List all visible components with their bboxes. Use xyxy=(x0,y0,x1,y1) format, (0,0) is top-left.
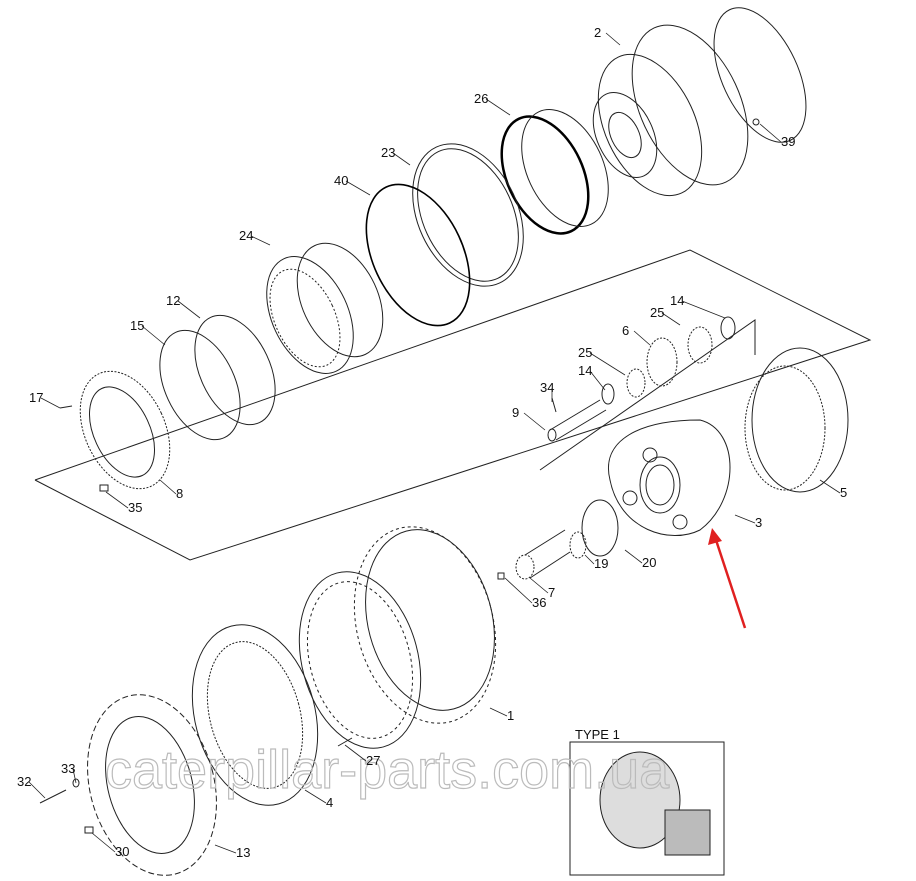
callout-3: 3 xyxy=(755,515,762,530)
part-3-carrier xyxy=(608,419,731,537)
leader-line xyxy=(633,330,651,346)
inset-title: TYPE 1 xyxy=(575,727,620,742)
group-frame-upper xyxy=(34,249,872,561)
callout-35: 35 xyxy=(128,500,142,515)
leader-line xyxy=(214,844,237,854)
leader-line xyxy=(819,479,841,494)
leader-line xyxy=(661,312,681,326)
part-2-housing xyxy=(592,24,749,197)
part-7-shaft xyxy=(515,529,571,580)
callout-5: 5 xyxy=(840,485,847,500)
callout-36: 36 xyxy=(532,595,546,610)
leader-line xyxy=(40,397,61,409)
leader-line xyxy=(734,514,756,524)
callout-39: 39 xyxy=(781,134,795,149)
part-20-washer xyxy=(581,499,619,557)
callout-4: 4 xyxy=(326,795,333,810)
callout-32: 32 xyxy=(17,774,31,789)
part-6-gear xyxy=(626,326,713,398)
part-23-ring xyxy=(412,143,524,287)
leader-line xyxy=(304,789,327,804)
callout-24: 24 xyxy=(239,228,253,243)
leader-line xyxy=(485,98,511,116)
part-12-ring xyxy=(194,314,276,426)
leader-line xyxy=(529,577,549,594)
callout-17: 17 xyxy=(29,390,43,405)
leader-line xyxy=(681,300,726,319)
leader-line xyxy=(523,412,546,431)
part-4-ring-gear xyxy=(191,624,319,806)
part-seal-ring xyxy=(713,7,807,143)
part-40-oring xyxy=(365,183,471,327)
leader-line xyxy=(141,325,166,346)
callout-23: 23 xyxy=(381,145,395,160)
type-1-inset: TYPE 1 xyxy=(569,727,725,876)
leader-line xyxy=(105,491,129,509)
callout-6: 6 xyxy=(622,323,629,338)
callout-20: 20 xyxy=(642,555,656,570)
callout-7: 7 xyxy=(548,585,555,600)
part-15-ring xyxy=(159,329,241,441)
leader-line xyxy=(159,479,177,495)
callout-14: 14 xyxy=(670,293,684,308)
part-9-pin xyxy=(547,399,607,442)
callout-8: 8 xyxy=(176,486,183,501)
part-26-seal xyxy=(500,115,590,235)
callout-19: 19 xyxy=(594,556,608,571)
part-1-hub xyxy=(298,526,497,749)
leader-line xyxy=(489,707,508,717)
leader-line xyxy=(28,781,46,799)
group-frame-carrier xyxy=(539,319,756,471)
leader-line xyxy=(605,32,621,46)
leader-line xyxy=(72,768,77,784)
leader-line xyxy=(589,352,626,376)
leader-line xyxy=(589,370,606,391)
callout-2: 2 xyxy=(594,25,601,40)
watermark: caterpillar-parts.com.ua xyxy=(105,740,670,800)
leader-line xyxy=(177,300,201,319)
part-39-plug xyxy=(752,118,760,126)
callout-30: 30 xyxy=(115,844,129,859)
part-8-gear xyxy=(79,370,171,490)
callout-13: 13 xyxy=(236,845,250,860)
leader-line xyxy=(392,152,411,166)
leader-line xyxy=(250,235,271,246)
callout-33: 33 xyxy=(61,761,75,776)
leader-line xyxy=(584,554,595,565)
callout-1: 1 xyxy=(507,708,514,723)
callout-34: 34 xyxy=(540,380,554,395)
part-19-bearing xyxy=(569,531,587,559)
callout-14: 14 xyxy=(578,363,592,378)
callout-40: 40 xyxy=(334,173,348,188)
leader-line xyxy=(91,832,116,853)
highlight-arrow xyxy=(708,528,747,629)
leader-line xyxy=(624,549,643,564)
part-24-bearing xyxy=(266,242,384,374)
callout-25: 25 xyxy=(578,345,592,360)
callout-27: 27 xyxy=(366,753,380,768)
part-5-ring-gear xyxy=(744,347,849,493)
callout-9: 9 xyxy=(512,405,519,420)
callout-12: 12 xyxy=(166,293,180,308)
leader-line xyxy=(759,123,782,143)
callout-labels: 2392623402414256251412153491783553201973… xyxy=(17,25,847,860)
callout-25: 25 xyxy=(650,305,664,320)
leader-line xyxy=(344,744,367,762)
part-13-cover xyxy=(87,694,217,876)
leader-line xyxy=(345,180,371,196)
callout-26: 26 xyxy=(474,91,488,106)
leader-line xyxy=(504,577,533,604)
callout-15: 15 xyxy=(130,318,144,333)
